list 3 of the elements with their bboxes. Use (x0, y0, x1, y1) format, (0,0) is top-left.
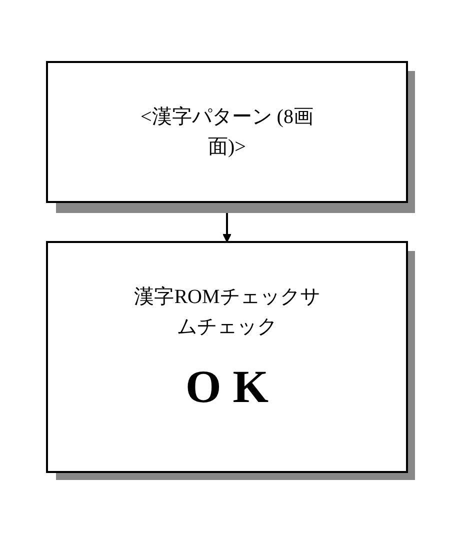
arrow (222, 202, 231, 242)
node-box: <漢字パターン (8画面)> (46, 60, 408, 202)
node-box: 漢字ROMチェックサムチェック O K (46, 240, 408, 472)
